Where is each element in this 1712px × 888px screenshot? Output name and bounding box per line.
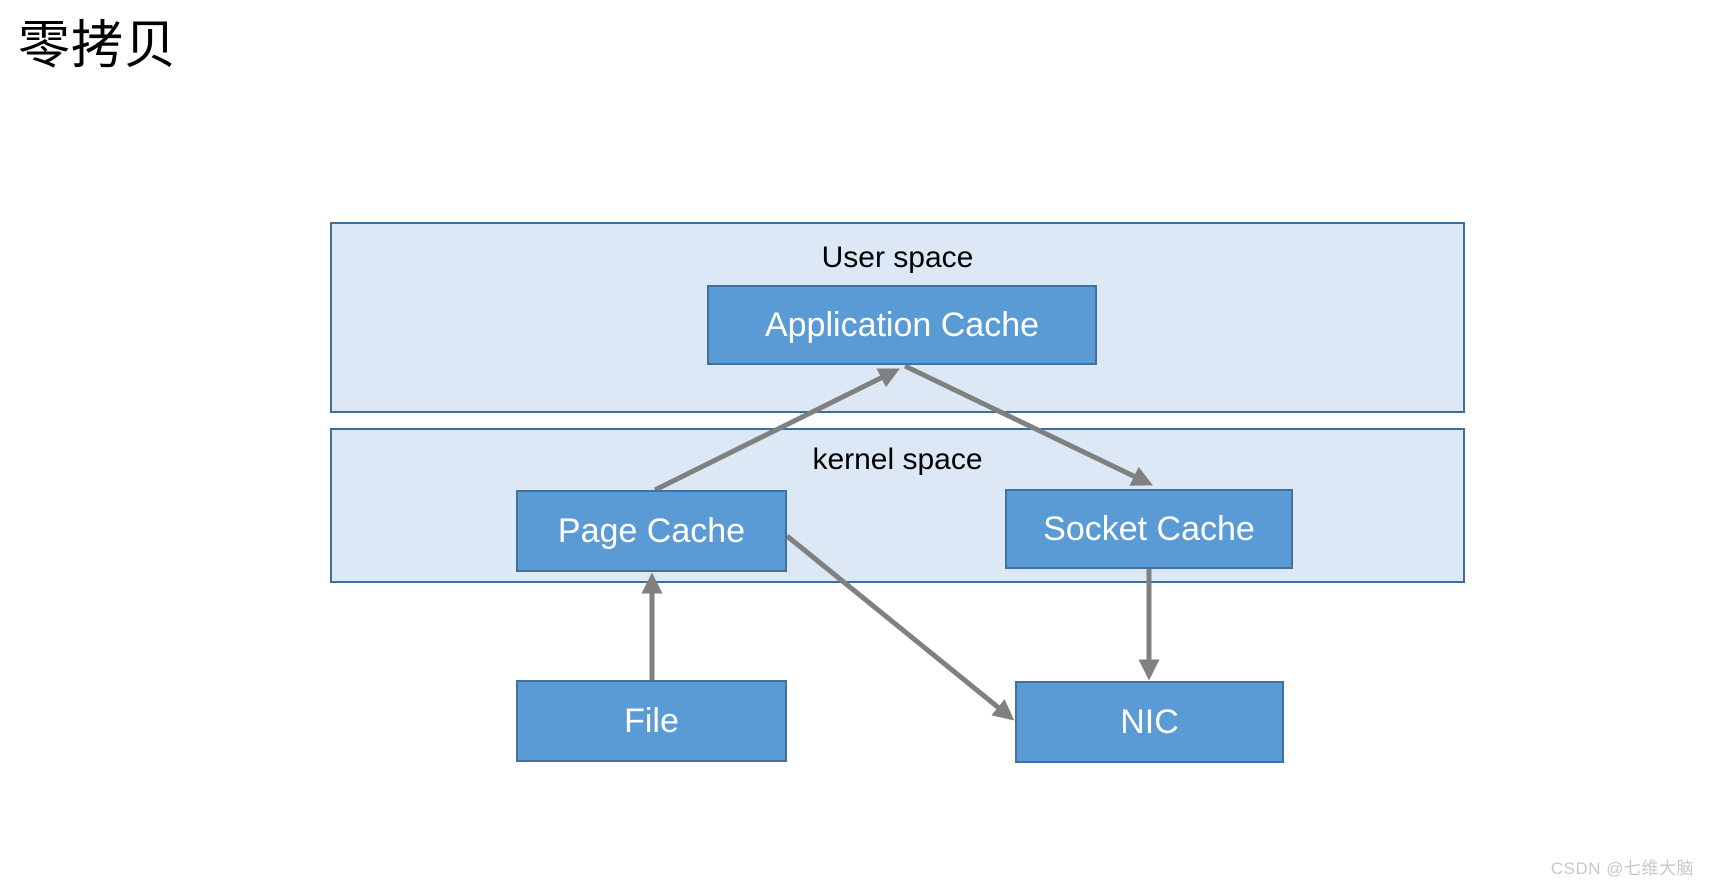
kernel-space-label: kernel space bbox=[812, 443, 983, 476]
page-title: 零拷贝 bbox=[18, 17, 178, 75]
node-nic[interactable]: NIC bbox=[1015, 681, 1284, 763]
node-page-cache[interactable]: Page Cache bbox=[516, 490, 787, 572]
node-socket-cache[interactable]: Socket Cache bbox=[1005, 489, 1293, 569]
user-space-label: User space bbox=[821, 241, 974, 274]
node-file[interactable]: File bbox=[516, 680, 787, 762]
kernel-space-container: kernel space bbox=[330, 428, 1465, 583]
watermark: CSDN @七维大脑 bbox=[1550, 859, 1694, 878]
node-application-cache[interactable]: Application Cache bbox=[707, 285, 1097, 365]
